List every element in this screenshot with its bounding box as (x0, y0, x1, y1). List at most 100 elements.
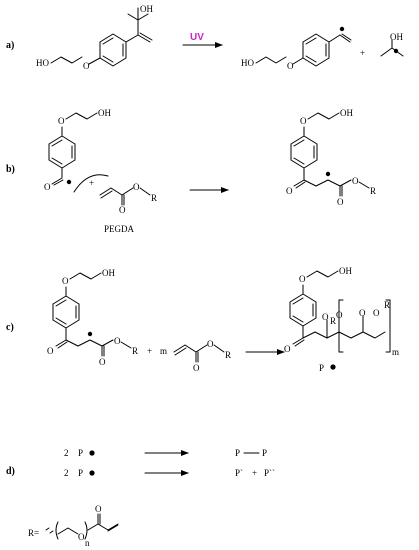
r-ether-o: O (78, 532, 85, 542)
acrylate-backbone (99, 187, 134, 199)
monomer-ester-o-b: O (133, 182, 140, 192)
radical-dot-b-product (325, 171, 331, 177)
r-prefix: R= (28, 528, 39, 538)
left-paren (55, 521, 59, 540)
benzene-ring-b-product (290, 135, 318, 169)
product-ether-bond (292, 57, 304, 65)
reactant-row-2: P (78, 468, 83, 478)
ethylene-chain-b (65, 112, 98, 120)
chain-c (65, 339, 103, 347)
keto-c (55, 327, 68, 349)
ethylene-chain-c (69, 272, 102, 280)
product-keto (293, 167, 306, 189)
monomer-ester-o-c: O (207, 339, 214, 349)
r-label-c: R (132, 346, 138, 356)
step-b-label: b) (6, 164, 15, 175)
product-right-row-2: P`` (264, 468, 275, 478)
product-alcohol-label: HO (241, 58, 254, 68)
product-carbonyl-o-b: O (337, 197, 344, 207)
alcohol-label: HO (36, 58, 49, 68)
product-hydroxy-b: OH (340, 108, 353, 118)
ester-r-bond-b (139, 187, 151, 196)
benzene-ring-a (99, 33, 127, 67)
product-left-row-2: P` (235, 468, 243, 478)
r-bond-c (120, 341, 132, 349)
radical-dot-b (66, 179, 72, 185)
radical-dot-a2 (393, 48, 399, 54)
product-ester-o-b: O (352, 176, 359, 186)
ring-double-bonds-c-product (292, 297, 314, 323)
carbonyl-o-label-c: O (99, 357, 106, 367)
radical-dot-a (339, 26, 345, 32)
radical-dot-c (87, 331, 93, 337)
carbonyl-o-label-b: O (44, 182, 51, 192)
radical-dot-d2 (89, 470, 95, 476)
reaction-d: d) 2 P P P 2 P P` + P`` (6, 448, 275, 478)
radical-dot-d1 (89, 450, 95, 456)
radical-dot-c-product (330, 364, 336, 370)
ester-carbonyl-c (101, 345, 105, 357)
m-coefficient: m (160, 346, 167, 356)
benzene-ring-b (48, 135, 76, 169)
product-o1-c: O (322, 312, 329, 322)
product-r1-c: R (330, 316, 336, 326)
product-ether-o-label: O (287, 61, 294, 71)
vinylidene-double-bond (137, 32, 153, 43)
product-ether-o-c: O (299, 274, 306, 284)
product-r-bond-b (358, 181, 370, 189)
step-a-label: a) (6, 40, 14, 51)
product-ethylene-chain (255, 56, 287, 64)
product-keto-o-c: O (284, 344, 291, 354)
hydroxy-label-c: OH (102, 268, 115, 278)
monomer-backbone-c (173, 344, 208, 356)
reaction-c: c) O OH O O O R + m O O R O OH O (6, 266, 399, 373)
plus-row-2: + (252, 468, 257, 478)
repeat-unit-brackets (338, 299, 391, 353)
product-keto-c (292, 325, 305, 347)
product-ethylene-chain-c (306, 270, 339, 278)
ketyl-radical (380, 39, 404, 57)
keto-o-label-c: O (47, 346, 54, 356)
polymer-radical-label: P (319, 363, 324, 373)
ring-substituent-bond (125, 34, 139, 43)
hydroxy-label: OH (140, 4, 153, 14)
benzene-ring-a-product (302, 33, 330, 67)
benzene-ring-c-product (289, 293, 317, 327)
step-d-label: d) (6, 466, 15, 477)
monomer-carbonyl-o-c: O (193, 363, 200, 373)
product-ether-o-b: O (300, 116, 307, 126)
product-o3-c: O (359, 308, 366, 318)
ring-double-bonds-b-product (293, 139, 315, 165)
acrylate-carbonyl (121, 194, 125, 206)
product-left-row-1: P (235, 448, 240, 458)
product-chain-b (303, 179, 341, 187)
step-c-label: c) (6, 322, 14, 333)
product-keto-o-b: O (286, 186, 293, 196)
r-carbonyl-o: O (95, 504, 102, 514)
product-r-b: R (370, 186, 376, 196)
ether-o-label: O (83, 61, 90, 71)
ring-double-bonds-b (51, 139, 73, 165)
product-right-row-1: P (262, 448, 267, 458)
monomer-r-b: R (151, 193, 157, 203)
monomer-carbonyl-c (195, 351, 199, 363)
monomer-r-c: R (225, 350, 231, 360)
ring-double-bonds-a (102, 37, 124, 63)
reaction-a: a) HO O OH UV HO O + OH (6, 4, 404, 71)
subscript-n: n (85, 538, 90, 548)
plus-c: + (147, 346, 152, 356)
peg-repeat (57, 527, 79, 535)
r-group-definition: R= O n O (28, 504, 119, 548)
product-o4-c: O (373, 308, 380, 318)
plus-b: + (89, 178, 94, 188)
dimethyl-carbinol (127, 7, 149, 21)
reactant-row-1: P (78, 448, 83, 458)
uv-label: UV (190, 32, 204, 43)
product-hydroxy-c: OH (339, 266, 352, 276)
ether-o-label-b: O (58, 116, 65, 126)
attack-arrow-b (73, 174, 109, 193)
monomer-carbonyl-o-b: O (119, 205, 126, 215)
product-ester-bond-b (339, 179, 352, 187)
subscript-m-c: m (392, 347, 399, 357)
product-vinylidene (328, 33, 352, 43)
